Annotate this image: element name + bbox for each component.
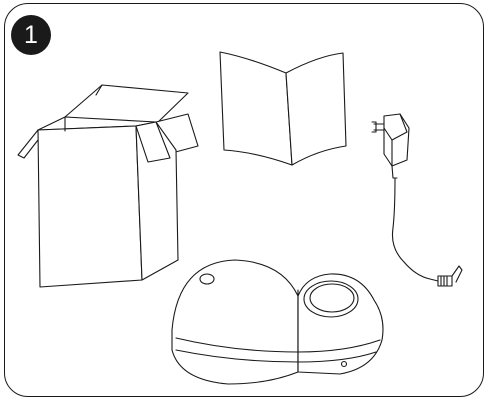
power-adapter-icon [372, 114, 462, 286]
step-number: 1 [24, 20, 38, 49]
shipping-box-icon [18, 85, 198, 287]
step-number-badge: 1 [11, 15, 51, 55]
camera-device-icon [172, 260, 383, 384]
manual-booklet-icon [220, 52, 346, 165]
